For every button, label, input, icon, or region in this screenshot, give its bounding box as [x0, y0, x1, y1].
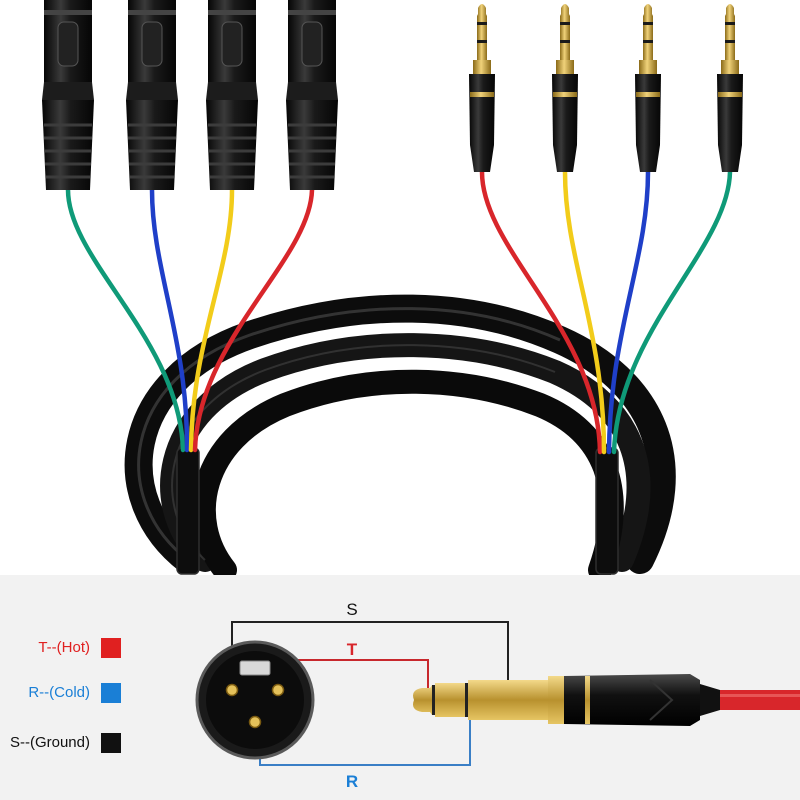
- trs-plug-side-icon: [413, 674, 800, 726]
- quarter-inch-trs-plug-icon: [635, 4, 661, 172]
- legend-ground-label: S--(Ground): [10, 734, 90, 751]
- xlr-pin-face-icon: [195, 640, 315, 760]
- ring-label: R: [346, 772, 358, 791]
- xlr-female-connector-icon: [206, 0, 258, 190]
- quarter-inch-trs-plug-icon: [717, 4, 743, 172]
- xlr-pin-1: [225, 683, 239, 697]
- xlr-pin-3: [248, 715, 262, 729]
- right-wires: [479, 169, 733, 455]
- xlr-pin-2: [271, 683, 285, 697]
- xlr-female-connectors: [42, 0, 338, 190]
- tip-label: T: [347, 640, 358, 659]
- left-wires: [65, 187, 315, 453]
- quarter-inch-trs-plug-icon: [469, 4, 495, 172]
- legend-hot-swatch: [101, 638, 121, 658]
- legend-ground-swatch: [101, 733, 121, 753]
- quarter-inch-trs-plug-icon: [552, 4, 578, 172]
- legend-cold-swatch: [101, 683, 121, 703]
- xlr-female-connector-icon: [42, 0, 94, 190]
- sleeve-label: S: [346, 600, 357, 619]
- cable-coil: [124, 294, 676, 582]
- trs-plugs: [469, 4, 743, 172]
- legend-cold-label: R--(Cold): [28, 684, 90, 701]
- xlr-female-connector-icon: [126, 0, 178, 190]
- legend: T--(Hot) R--(Cold) S--(Ground): [10, 638, 121, 753]
- legend-hot-label: T--(Hot): [38, 639, 90, 656]
- xlr-female-connector-icon: [286, 0, 338, 190]
